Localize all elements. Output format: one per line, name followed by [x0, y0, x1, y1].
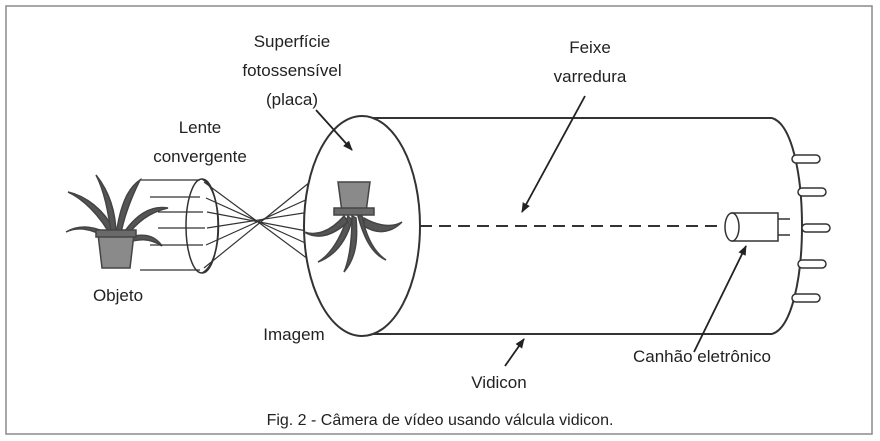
- label-superficie-1: Superfície: [254, 32, 331, 51]
- label-canhao: Canhão eletrônico: [633, 347, 771, 366]
- label-objeto: Objeto: [93, 286, 143, 305]
- label-lente-2: convergente: [153, 147, 247, 166]
- arrow-plate: [315, 109, 353, 151]
- label-vidicon: Vidicon: [471, 373, 526, 392]
- label-lente-1: Lente: [179, 118, 222, 137]
- pointer-arrows: [315, 95, 747, 367]
- object-rays: [140, 179, 205, 271]
- label-feixe-1: Feixe: [569, 38, 611, 57]
- object-plant: [65, 174, 169, 269]
- arrow-vidicon: [504, 338, 525, 367]
- label-feixe-2: varredura: [554, 67, 627, 86]
- figure-caption: Fig. 2 - Câmera de vídeo usando válcula …: [267, 412, 614, 429]
- electron-gun: [724, 212, 790, 242]
- tube-pins: [791, 154, 831, 303]
- convergent-lens: [185, 178, 220, 274]
- inverted-image: [303, 181, 403, 273]
- label-superficie-2: fotossensível: [242, 61, 341, 80]
- label-imagem: Imagem: [263, 325, 324, 344]
- converging-rays: [203, 181, 313, 269]
- figure-frame: [5, 5, 873, 435]
- arrow-gun: [693, 245, 747, 353]
- object-pot: [97, 233, 135, 269]
- label-superficie-3: (placa): [266, 90, 318, 109]
- arrow-beam: [521, 95, 586, 213]
